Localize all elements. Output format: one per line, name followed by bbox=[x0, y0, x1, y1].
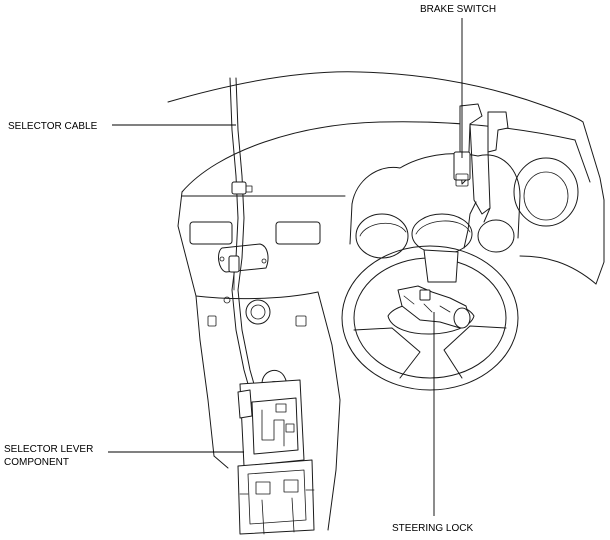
label-steering-lock: STEERING LOCK bbox=[392, 523, 473, 534]
steering-wheel bbox=[341, 245, 519, 391]
steering-lock-assembly bbox=[397, 285, 471, 329]
label-selector-cable: SELECTOR CABLE bbox=[8, 121, 98, 132]
label-selector-lever-line1: SELECTOR LEVER bbox=[4, 444, 93, 455]
selector-cable bbox=[228, 77, 255, 385]
brake-switch-assembly bbox=[453, 103, 509, 249]
selector-lever-assembly bbox=[237, 369, 315, 535]
label-brake-switch: BRAKE SWITCH bbox=[420, 4, 496, 15]
leader-lines bbox=[108, 18, 463, 516]
label-selector-lever-line2: COMPONENT bbox=[4, 457, 69, 468]
dashboard-outline bbox=[167, 71, 605, 531]
labels: BRAKE SWITCH SELECTOR CABLE SELECTOR LEV… bbox=[4, 4, 496, 534]
